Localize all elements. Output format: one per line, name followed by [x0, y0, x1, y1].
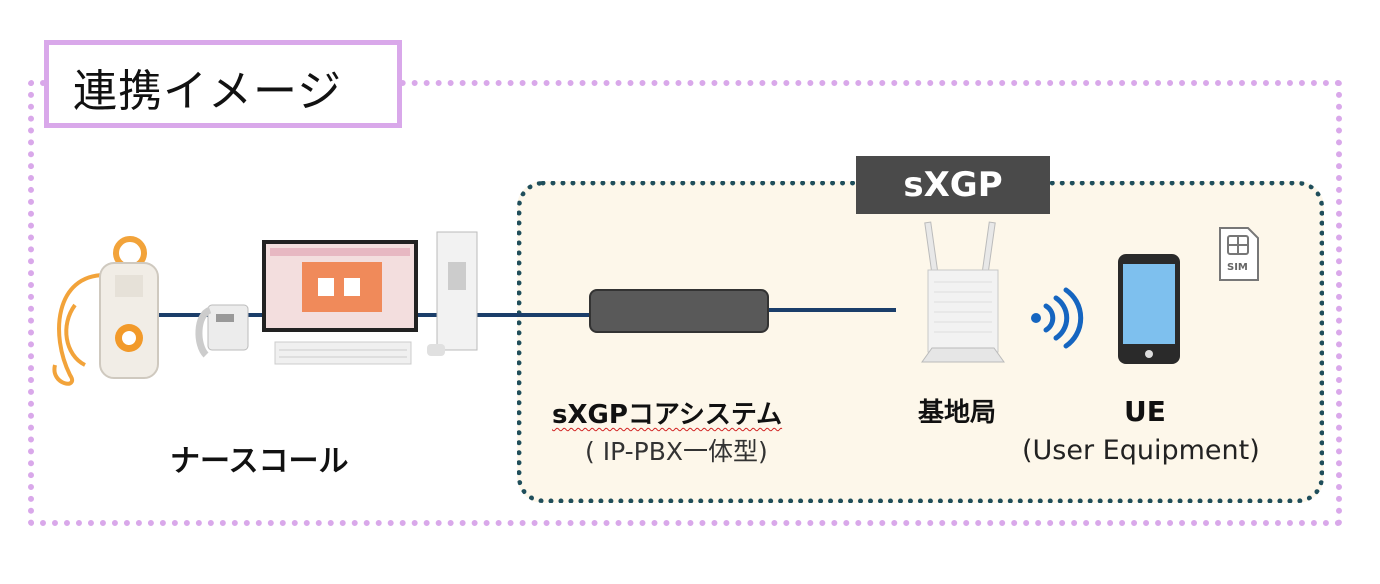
- title-box: 連携イメージ: [44, 40, 402, 128]
- connection-line-right: [768, 308, 896, 312]
- smartphone-icon: [1118, 254, 1180, 364]
- sim-card-icon: [1219, 227, 1259, 281]
- monitor-icon: [262, 240, 418, 332]
- sim-card-text: SIM: [1227, 262, 1248, 273]
- nurse-call-pendant-icon: [52, 236, 159, 386]
- nurse-call-label: ナースコール: [170, 444, 349, 479]
- page-title: 連携イメージ: [73, 66, 343, 117]
- base-station-label: 基地局: [918, 398, 997, 428]
- ue-label: UE: [1124, 395, 1166, 428]
- sxgp-core-system-box: [589, 289, 769, 333]
- base-station-icon: [921, 221, 1005, 363]
- core-system-sublabel: ( IP-PBX一体型): [585, 437, 768, 466]
- outer-frame: [28, 80, 1342, 526]
- pc-tower-icon: [427, 231, 478, 356]
- wireless-signal-icon: [1031, 287, 1084, 349]
- sxgp-tab-label: sXGP: [903, 165, 1003, 205]
- ue-sublabel: (User Equipment): [1022, 435, 1260, 466]
- keyboard-icon: [274, 341, 412, 365]
- sxgp-tab: sXGP: [856, 156, 1050, 214]
- core-system-label: sXGPコアシステム: [552, 400, 783, 430]
- telephone-icon: [195, 304, 249, 358]
